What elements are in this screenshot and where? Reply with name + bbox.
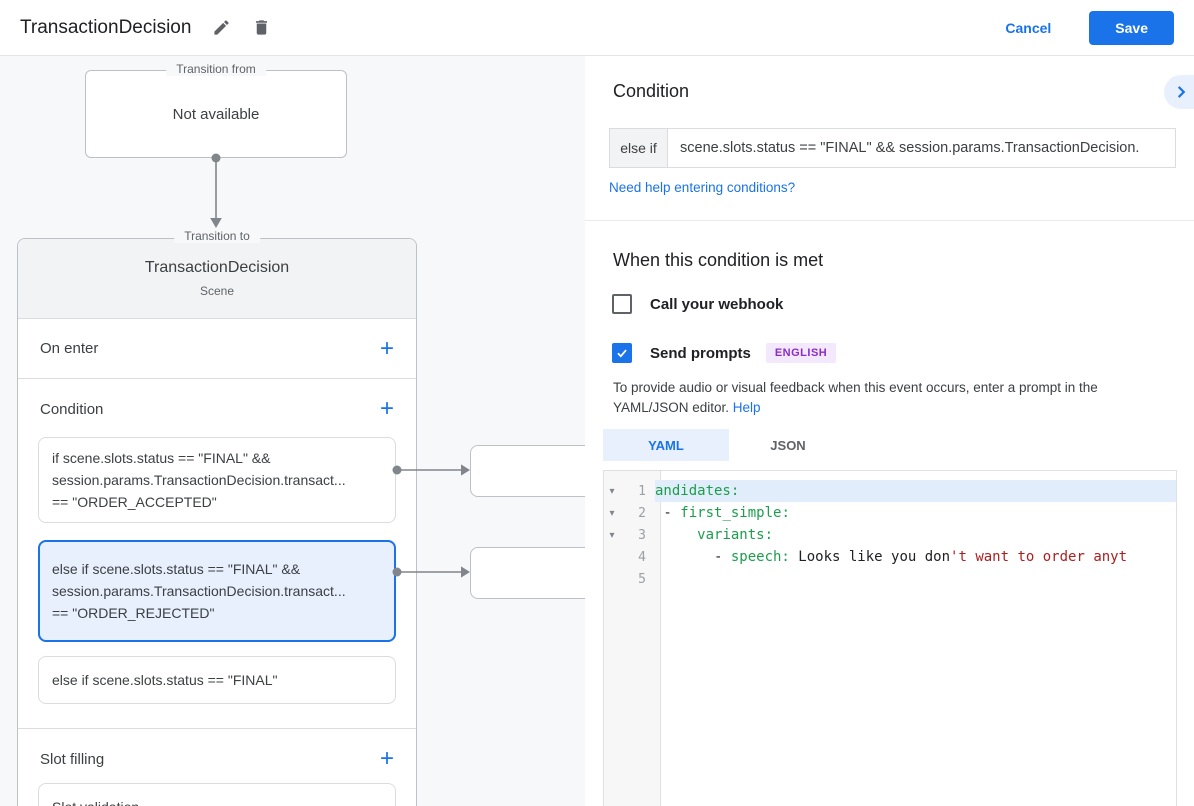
yaml-key: variants:	[697, 527, 774, 543]
code-line: ▾ 1 andidates:	[604, 480, 1176, 502]
add-slot-button[interactable]: +	[379, 745, 394, 772]
line-number: 4	[638, 549, 646, 565]
top-bar: TransactionDecision Cancel Save	[0, 0, 1194, 56]
condition-input-row: else if	[609, 128, 1176, 168]
line-number: 5	[638, 571, 646, 587]
save-button[interactable]: Save	[1089, 10, 1174, 45]
condition-section-head: Condition +	[38, 387, 396, 431]
help-link[interactable]: Help	[732, 400, 761, 415]
chevron-right-icon	[1177, 86, 1186, 98]
code-line: 4 - speech: Looks like you don't want to…	[604, 546, 1176, 568]
line-number: 2	[638, 505, 646, 521]
slot-filling-section-head: Slot filling +	[38, 737, 396, 781]
fold-arrow-icon[interactable]: ▾	[609, 507, 615, 519]
yaml-code-editor[interactable]: ▾ 1 andidates: ▾ 2 - first_simple: ▾ 3 v…	[603, 470, 1177, 806]
yaml-key: first_simple:	[680, 505, 790, 521]
code-text: - speech: Looks like you don't want to o…	[655, 546, 1176, 568]
flow-canvas: Transition from Not available Transition…	[0, 56, 585, 806]
conditions-help-link[interactable]: Need help entering conditions?	[609, 180, 796, 195]
send-prompts-row: Send prompts ENGLISH	[612, 343, 837, 363]
when-condition-met-heading: When this condition is met	[613, 250, 824, 270]
condition-label: Condition	[40, 400, 104, 418]
condition-section: Condition + if scene.slots.status == "FI…	[18, 379, 416, 729]
webhook-row: Call your webhook	[612, 294, 783, 314]
prompt-hint-text: To provide audio or visual feedback when…	[613, 380, 1098, 415]
transition-from-value: Not available	[172, 105, 260, 123]
code-line: ▾ 2 - first_simple:	[604, 502, 1176, 524]
yaml-plain: -	[655, 505, 681, 521]
call-webhook-label: Call your webhook	[650, 295, 784, 313]
code-text	[655, 568, 1176, 590]
editor-code-rows: ▾ 1 andidates: ▾ 2 - first_simple: ▾ 3 v…	[604, 471, 1176, 590]
code-line: 5	[604, 568, 1176, 590]
editor-gutter	[604, 471, 661, 806]
scene-card: TransactionDecision Scene On enter + Con…	[17, 238, 417, 806]
scene-subtitle: Scene	[199, 284, 235, 298]
scene-title: TransactionDecision	[144, 259, 290, 276]
condition-prefix: else if	[609, 128, 667, 168]
on-enter-label: On enter	[40, 340, 99, 357]
yaml-key: speech:	[730, 549, 790, 565]
condition-text: == "ORDER_ACCEPTED"	[52, 494, 217, 510]
on-enter-section: On enter +	[18, 319, 416, 379]
yaml-plain: Looks like you don	[789, 549, 951, 565]
collapse-panel-button[interactable]	[1164, 75, 1194, 109]
condition-text: if scene.slots.status == "FINAL" &&	[52, 450, 271, 466]
code-line: ▾ 3 variants:	[604, 524, 1176, 546]
condition-text: == "ORDER_REJECTED"	[52, 605, 215, 621]
delete-icon[interactable]	[251, 18, 271, 38]
send-prompts-label: Send prompts	[650, 344, 751, 362]
send-prompts-checkbox[interactable]	[612, 343, 632, 363]
condition-text: session.params.TransactionDecision.trans…	[52, 583, 346, 599]
tab-json[interactable]: JSON	[729, 429, 847, 461]
slot-filling-section: Slot filling + Slot validation	[18, 729, 416, 806]
code-text: variants:	[655, 524, 1176, 546]
prompt-hint: To provide audio or visual feedback when…	[613, 378, 1171, 418]
transition-target-box-1[interactable]	[470, 445, 585, 497]
condition-card-accepted[interactable]: if scene.slots.status == "FINAL" && sess…	[38, 437, 396, 523]
condition-editor-panel: Condition else if Need help entering con…	[585, 56, 1194, 806]
tab-yaml[interactable]: YAML	[603, 429, 729, 461]
fold-arrow-icon[interactable]: ▾	[609, 485, 615, 497]
add-on-enter-button[interactable]: +	[379, 334, 394, 362]
transition-from-body: Not available	[85, 70, 347, 158]
language-badge: ENGLISH	[765, 343, 837, 363]
yaml-key: andidates:	[655, 483, 740, 499]
slot-validation-label: Slot validation	[52, 799, 139, 806]
cancel-button[interactable]: Cancel	[1005, 19, 1052, 36]
line-number: 1	[638, 483, 646, 499]
yaml-string: 't want to order anyt	[950, 549, 1128, 565]
edit-icon[interactable]	[211, 18, 231, 38]
transition-to-legend: Transition to	[174, 229, 260, 243]
scene-header: TransactionDecision Scene	[18, 239, 416, 319]
condition-heading: Condition	[613, 81, 690, 101]
format-tabs: YAML JSON	[603, 429, 847, 461]
line-number: 3	[638, 527, 646, 543]
panel-divider	[585, 220, 1194, 221]
call-webhook-checkbox[interactable]	[612, 294, 632, 314]
transition-from-legend: Transition from	[166, 62, 266, 76]
condition-text: else if scene.slots.status == "FINAL" &&	[52, 561, 301, 577]
code-text: - first_simple:	[655, 502, 1176, 524]
fold-arrow-icon[interactable]: ▾	[609, 529, 615, 541]
code-text: andidates:	[655, 480, 1176, 502]
yaml-plain	[655, 527, 697, 543]
slot-validation-card[interactable]: Slot validation	[38, 783, 396, 806]
condition-expression-input[interactable]	[667, 128, 1176, 168]
checkmark-icon	[617, 349, 627, 358]
condition-card-final[interactable]: else if scene.slots.status == "FINAL"	[38, 656, 396, 704]
condition-text: else if scene.slots.status == "FINAL"	[52, 672, 278, 688]
page-title: TransactionDecision	[20, 16, 192, 38]
transition-from-box: Transition from Not available	[85, 62, 347, 158]
slot-filling-label: Slot filling	[40, 750, 105, 768]
yaml-plain: -	[655, 549, 731, 565]
add-condition-button[interactable]: +	[379, 395, 394, 422]
transition-target-box-2[interactable]	[470, 547, 585, 599]
condition-text: session.params.TransactionDecision.trans…	[52, 472, 346, 488]
scene-card-wrap: Transition to TransactionDecision Scene …	[17, 229, 417, 806]
condition-card-rejected-selected[interactable]: else if scene.slots.status == "FINAL" &&…	[38, 540, 396, 642]
topbar-actions: Cancel Save	[1005, 10, 1174, 45]
